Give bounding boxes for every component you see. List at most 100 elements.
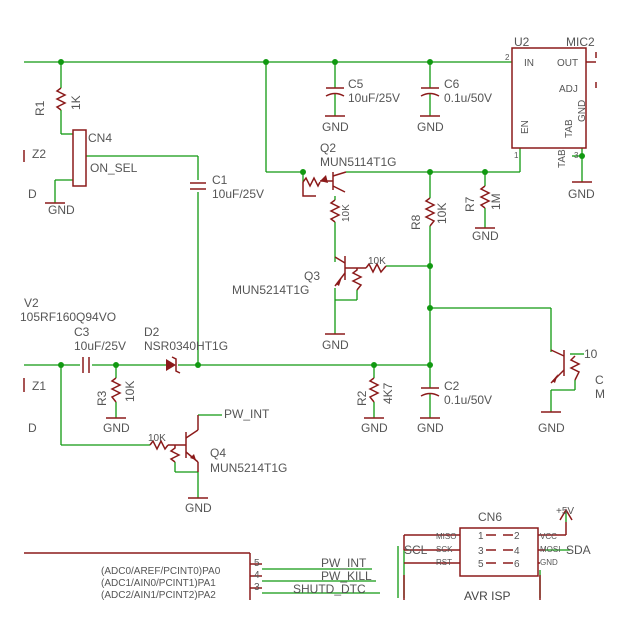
u2-tab-pin: TAB — [564, 119, 575, 138]
q5-r10-label: 10 — [584, 347, 598, 361]
q2-transistor — [302, 171, 347, 223]
c5-value: 10uF/25V — [348, 91, 400, 105]
r1-label: R1 — [33, 100, 47, 116]
c6-value: 0.1u/50V — [444, 91, 492, 105]
q4-transistor — [149, 415, 199, 472]
c5-capacitor — [325, 87, 345, 97]
c3-value: 10uF/25V — [74, 339, 126, 353]
u2-pin3: 3 — [574, 151, 579, 160]
mcu-pin4: 4 — [254, 570, 260, 581]
isp-pin3: 3 — [478, 546, 484, 557]
gnd-label-r3: GND — [103, 421, 130, 435]
r3-resistor — [110, 377, 122, 403]
r8-label: R8 — [409, 214, 423, 230]
isp-pin2: 2 — [514, 531, 520, 542]
z2-d-label: D — [28, 187, 37, 201]
c2-value: 0.1u/50V — [444, 393, 492, 407]
d2-label: D2 — [144, 325, 160, 339]
gnd-label-cn4: GND — [48, 203, 75, 217]
isp-miso-label: MISO — [436, 532, 456, 541]
gnd-label-u2: GND — [568, 187, 595, 201]
mcu-chip — [24, 552, 262, 600]
q3-r10k-label: 10K — [368, 256, 386, 267]
z1-d-label: D — [28, 421, 37, 435]
junctions — [58, 59, 585, 368]
z2-label: Z2 — [32, 147, 46, 161]
c3-capacitor — [82, 357, 90, 373]
q2-label: Q2 — [320, 141, 336, 155]
u2-regulator — [511, 47, 587, 149]
q5-c-label: C — [595, 373, 604, 387]
q4-r10k-label: 10K — [148, 433, 166, 444]
isp-rst-label: RST — [436, 558, 452, 567]
u2-in-pin: IN — [524, 58, 534, 69]
u2-out-pin: OUT — [557, 58, 578, 69]
u2-gnd-pin: GND — [577, 100, 588, 122]
gnd-label-c5: GND — [322, 120, 349, 134]
r2-value: 4K7 — [381, 382, 395, 404]
net-pw-int-label: PW_INT — [321, 556, 367, 570]
isp-pin5: 5 — [478, 559, 484, 570]
pw-int-label: PW_INT — [224, 407, 270, 421]
cn4-label: CN4 — [88, 131, 112, 145]
gnd-label-r7: GND — [472, 229, 499, 243]
mcu-pa2-label: (ADC2/AIN1/PCINT2)PA2 — [101, 590, 216, 601]
isp-pin4: 4 — [514, 546, 520, 557]
cn4-pin-label: ON_SEL — [90, 161, 138, 175]
r7-value: 1M — [489, 193, 503, 210]
c1-value: 10uF/25V — [212, 187, 264, 201]
r3-value: 10K — [123, 381, 137, 402]
q4-label: Q4 — [210, 446, 226, 460]
scl-label: SCL — [404, 543, 428, 557]
q5-m-label: M — [595, 387, 605, 401]
c2-capacitor — [420, 387, 440, 397]
q3-value: MUN5214T1G — [232, 283, 309, 297]
u2-en-pin: EN — [520, 120, 531, 134]
ground-symbols — [45, 115, 592, 499]
gnd-label-c2: GND — [417, 421, 444, 435]
q3-transistor — [334, 256, 387, 291]
isp-pin6: 6 — [514, 559, 520, 570]
r7-resistor — [479, 185, 491, 209]
gnd-label-q4: GND — [185, 501, 212, 515]
mcu-pin5: 5 — [254, 558, 260, 569]
u2-tab-label: TAB — [557, 149, 568, 168]
isp-sck-label: SCK — [436, 545, 453, 554]
net-shutd-dtc-label: SHUTD_DTC — [293, 582, 366, 596]
v2-value: 105RF160Q94VO — [20, 310, 116, 324]
u2-adj-pin: ADJ — [559, 84, 578, 95]
sda-label: SDA — [566, 543, 591, 557]
c1-label: C1 — [212, 173, 228, 187]
z1-label: Z1 — [32, 379, 46, 393]
c6-label: C6 — [444, 77, 460, 91]
isp-vcc-label: VCC — [540, 532, 557, 541]
gnd-label-r2: GND — [361, 421, 388, 435]
c2-label: C2 — [444, 379, 460, 393]
avr-isp-label: AVR ISP — [464, 589, 510, 603]
q2-value: MUN5114T1G — [320, 155, 396, 169]
r1-resistor — [55, 87, 67, 111]
r1-value: 1K — [69, 95, 83, 110]
c3-label: C3 — [74, 325, 90, 339]
gnd-label-c6: GND — [417, 120, 444, 134]
r8-value: 10K — [435, 203, 449, 224]
vcc-5v-label: +5V — [556, 506, 574, 517]
gnd-label-q3: GND — [322, 338, 349, 352]
c5-label: C5 — [348, 77, 364, 91]
u2-pin1: 1 — [514, 151, 519, 160]
d2-value: NSR0340HT1G — [144, 339, 228, 353]
r3-label: R3 — [95, 390, 109, 406]
mcu-pa1-label: (ADC1/AIN0/PCINT1)PA1 — [101, 578, 216, 589]
r7-label: R7 — [463, 196, 477, 212]
cn4-connector — [72, 129, 87, 187]
c6-capacitor — [420, 87, 440, 97]
isp-gnd-label: GND — [540, 558, 558, 567]
wires — [24, 61, 584, 598]
cn6-label: CN6 — [478, 510, 502, 524]
q2-r10k-label: 10K — [341, 204, 352, 222]
u2-pin2: 2 — [505, 53, 510, 62]
q3-label: Q3 — [304, 269, 320, 283]
net-pw-kill-label: PW_KILL — [321, 569, 372, 583]
u2-label: U2 — [514, 35, 530, 49]
